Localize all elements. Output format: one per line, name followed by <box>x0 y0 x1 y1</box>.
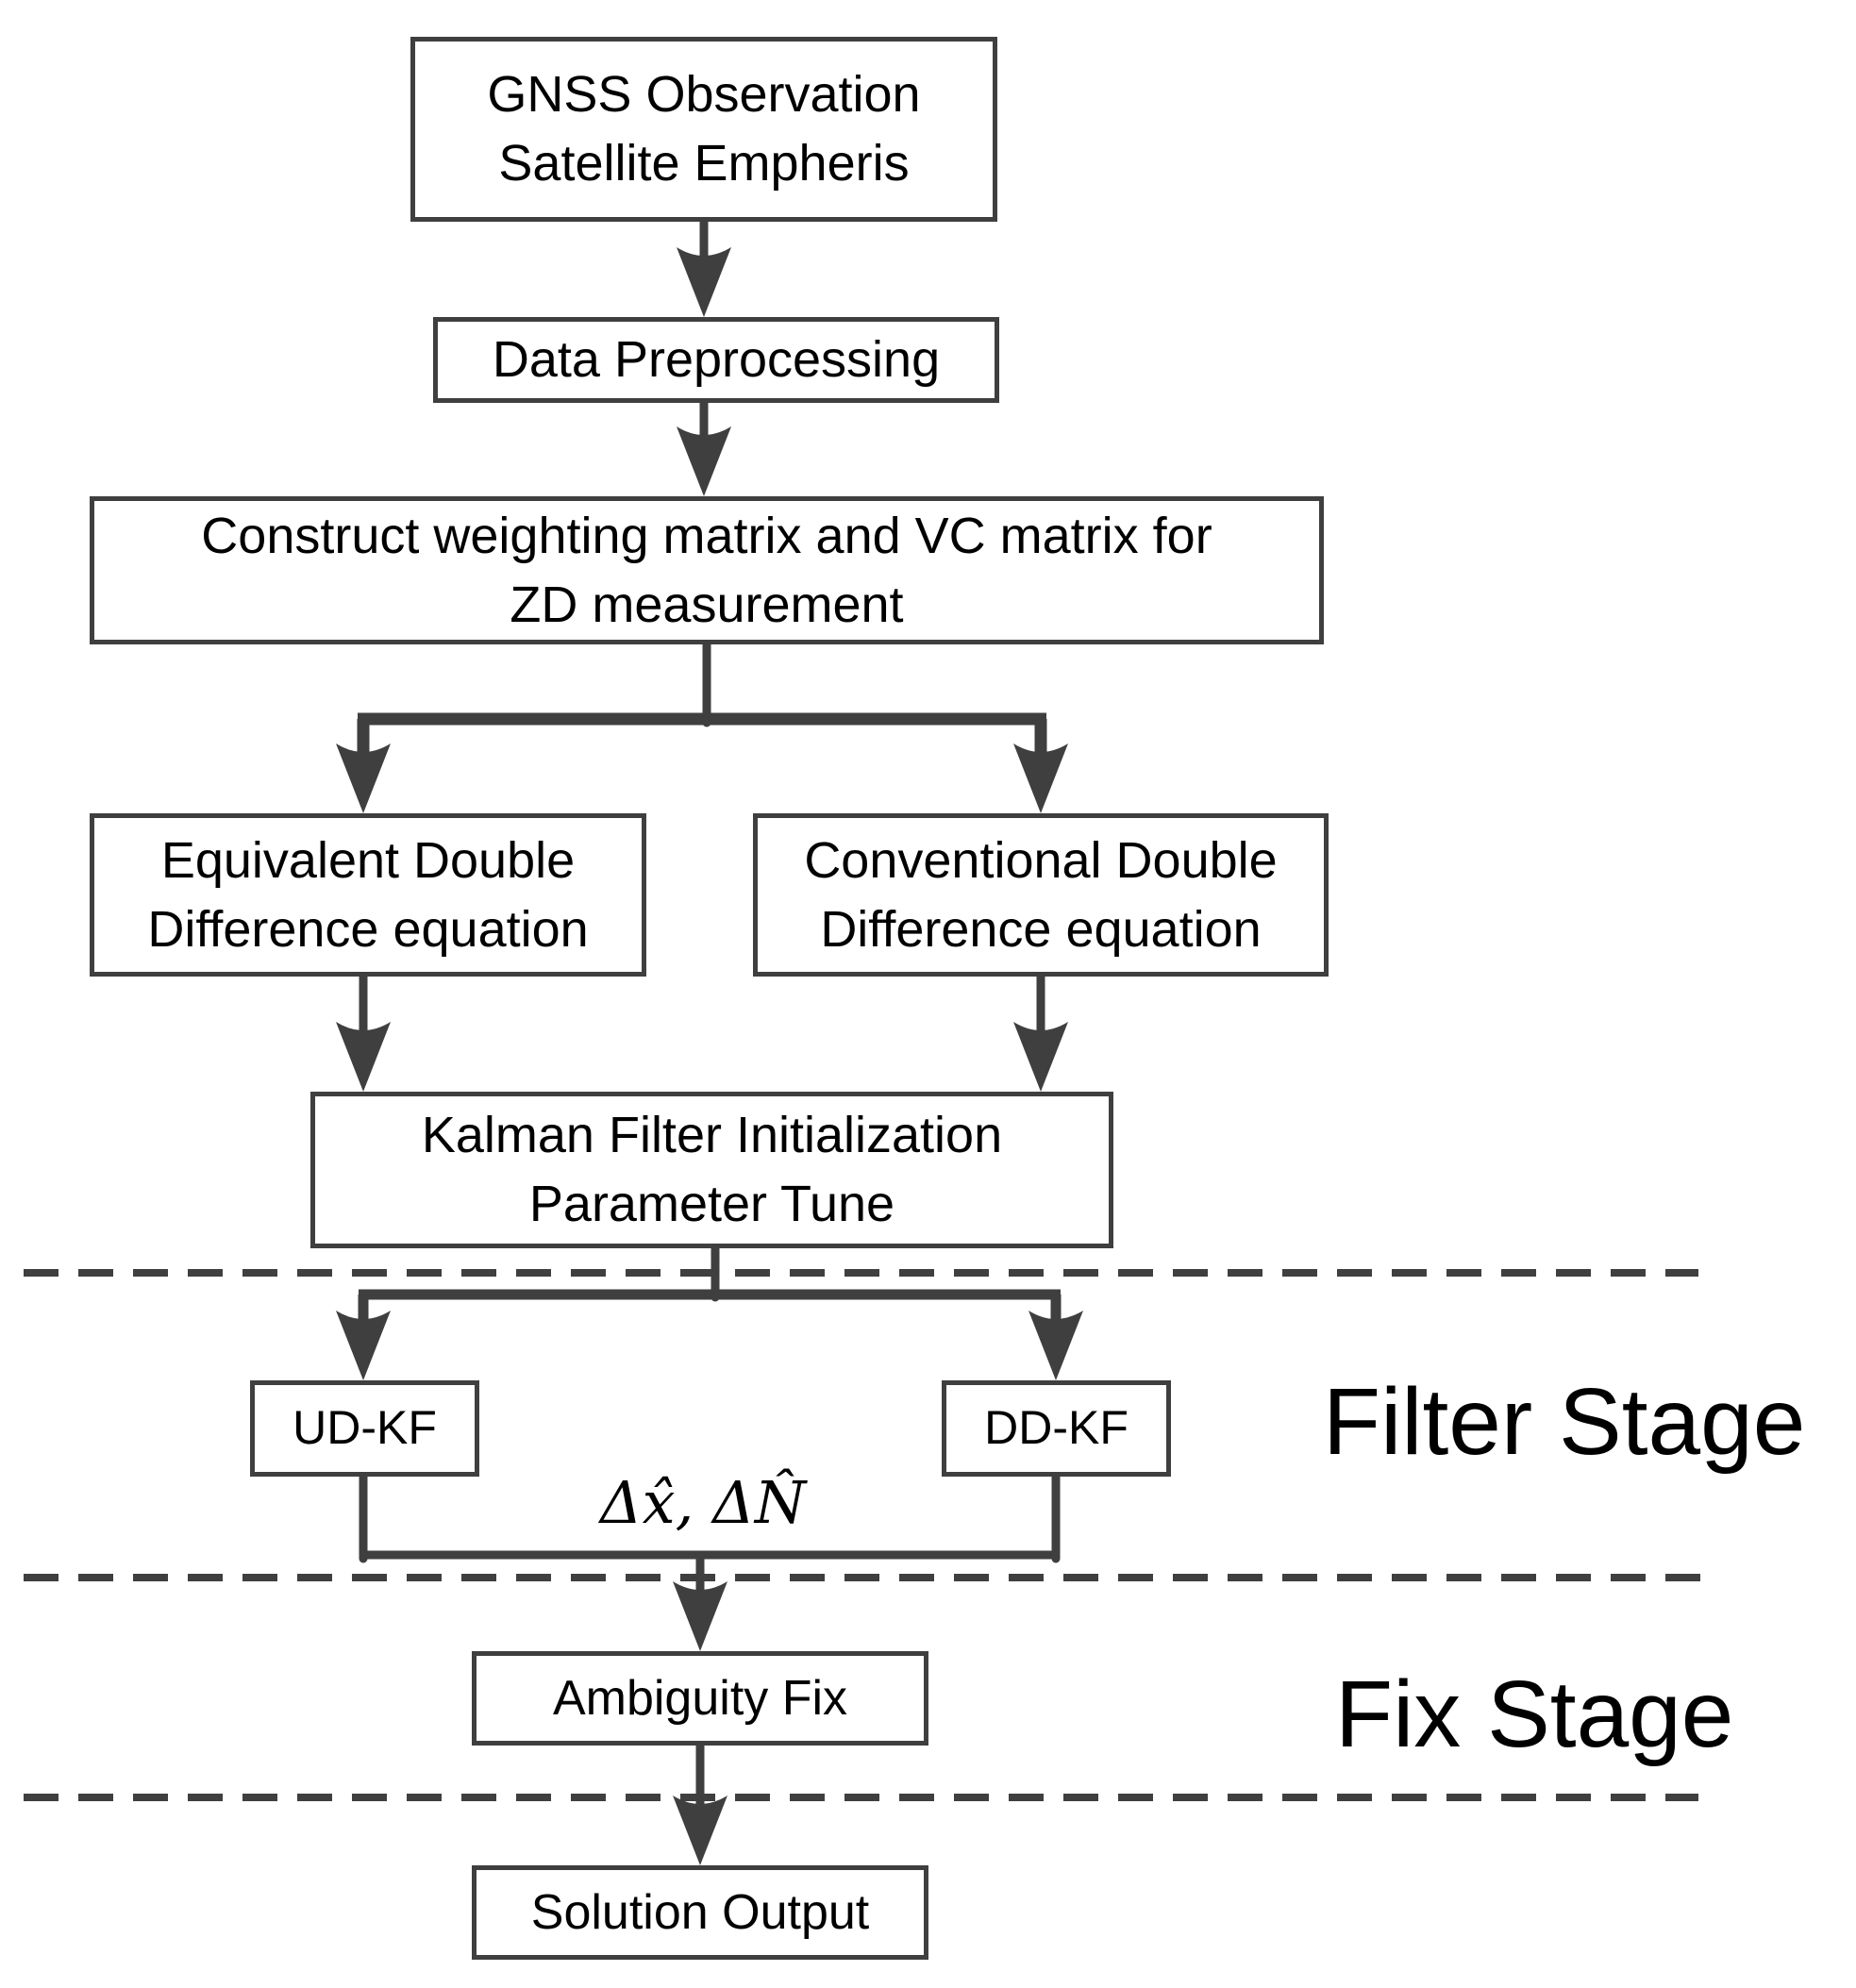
arrowheads <box>336 247 1083 1865</box>
filter-stage-label: Filter Stage <box>1323 1369 1806 1475</box>
node-equivalent-double-difference-label: Equivalent Double Difference equation <box>147 831 589 958</box>
arrowhead-gnss-to-preprocessing <box>677 247 731 317</box>
arrowhead-ambiguity-to-solution <box>673 1796 727 1865</box>
fix-stage-label: Fix Stage <box>1335 1662 1734 1767</box>
arrowhead-kalman-to-ddkf <box>1028 1311 1083 1380</box>
node-conventional-double-difference-label: Conventional Double Difference equation <box>804 831 1278 958</box>
arrowhead-conventional-to-kalman <box>1013 1022 1068 1092</box>
node-kalman-filter-initialization-label: Kalman Filter Initialization Parameter T… <box>421 1107 1003 1232</box>
node-gnss-observation: GNSS Observation Satellite Empheris <box>410 37 997 222</box>
node-construct-weighting-matrix-label: Construct weighting matrix and VC matrix… <box>201 507 1212 633</box>
arrowhead-equivalent-to-kalman <box>336 1022 391 1092</box>
node-data-preprocessing: Data Preprocessing <box>433 317 999 403</box>
arrowhead-kalman-to-udkf <box>336 1311 391 1380</box>
filter-output-annotation: Δx̂, ΔN̂ <box>599 1468 807 1537</box>
node-dd-kf-label: DD-KF <box>984 1401 1129 1455</box>
node-kalman-filter-initialization: Kalman Filter Initialization Parameter T… <box>310 1092 1113 1248</box>
node-ambiguity-fix-label: Ambiguity Fix <box>552 1670 848 1726</box>
node-gnss-observation-label: GNSS Observation Satellite Empheris <box>487 66 921 192</box>
node-ud-kf: UD-KF <box>250 1380 479 1477</box>
connector-lines <box>357 222 1062 1808</box>
node-ambiguity-fix: Ambiguity Fix <box>472 1651 928 1746</box>
node-data-preprocessing-label: Data Preprocessing <box>492 331 941 389</box>
arrowhead-collector-to-ambiguity <box>673 1581 727 1651</box>
arrowhead-branch-left <box>336 743 391 813</box>
node-construct-weighting-matrix: Construct weighting matrix and VC matrix… <box>90 496 1324 644</box>
stage-divider-group <box>24 1269 1701 1801</box>
node-ud-kf-label: UD-KF <box>293 1401 437 1455</box>
arrowhead-preprocessing-to-construct <box>677 426 731 496</box>
node-equivalent-double-difference: Equivalent Double Difference equation <box>90 813 646 977</box>
node-conventional-double-difference: Conventional Double Difference equation <box>753 813 1329 977</box>
arrowhead-branch-right <box>1013 743 1068 813</box>
node-solution-output: Solution Output <box>472 1865 928 1960</box>
node-dd-kf: DD-KF <box>942 1380 1171 1477</box>
node-solution-output-label: Solution Output <box>530 1884 870 1940</box>
